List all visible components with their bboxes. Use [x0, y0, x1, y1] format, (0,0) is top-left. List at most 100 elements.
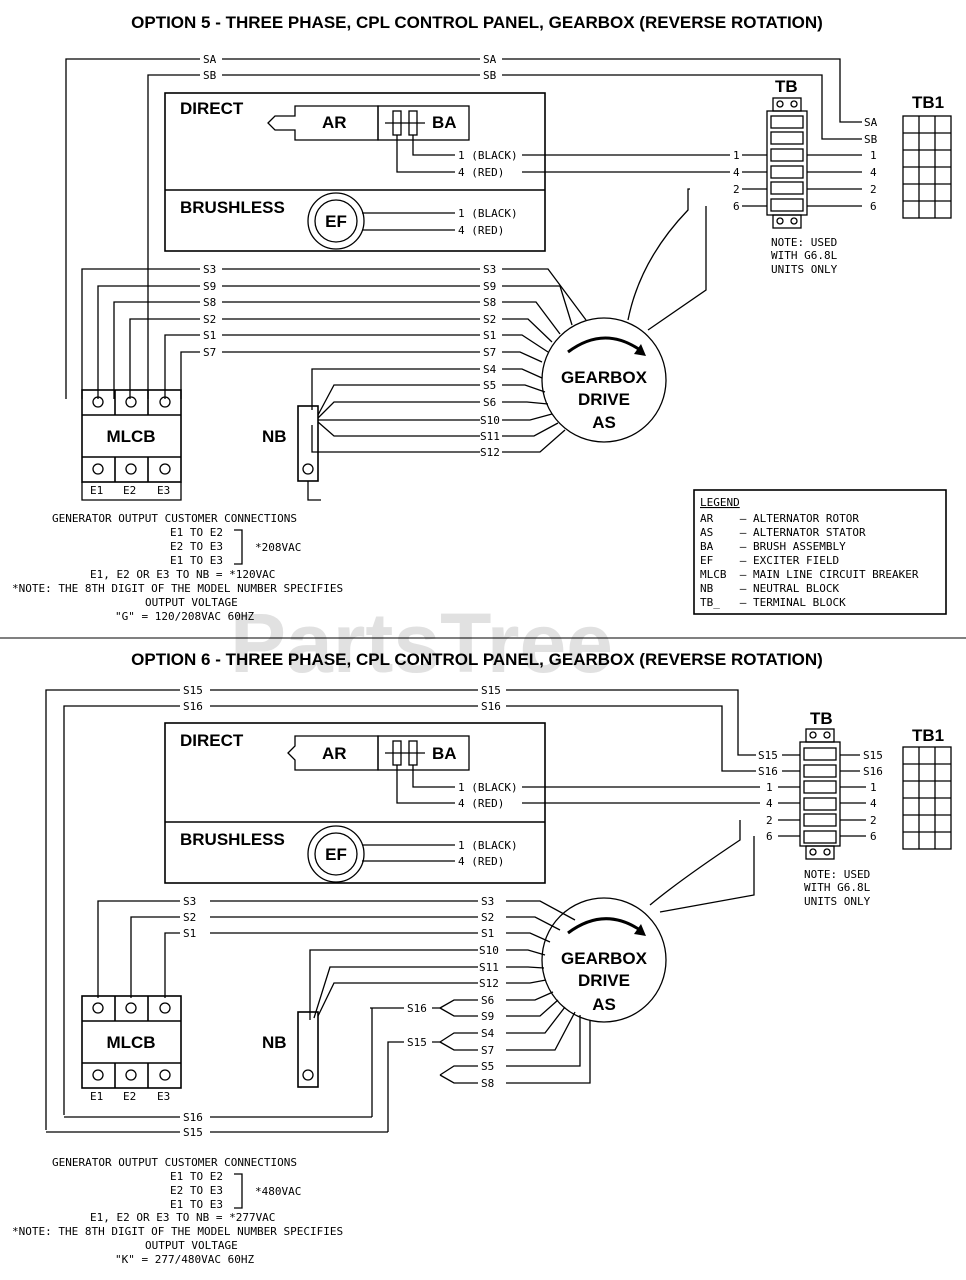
label-e2: E2 [123, 484, 136, 497]
direct-label: DIRECT [180, 731, 244, 750]
tb-note: NOTE: USED [771, 236, 837, 249]
tb-note: WITH G6.8L [771, 249, 838, 262]
conn-line: E1 TO E2 [170, 526, 223, 539]
brush-assembly [377, 735, 470, 771]
gearbox-label: GEARBOX [561, 949, 648, 968]
wire-sa [65, 58, 862, 399]
label-1: 1 [766, 781, 773, 794]
nb-label: NB [262, 1033, 287, 1052]
legend-item: AS – ALTERNATOR STATOR [700, 526, 866, 539]
label-s5: S5 [483, 379, 496, 392]
label-black: 1 (BLACK) [458, 839, 518, 852]
label-sa: SA [203, 53, 217, 66]
label-s7: S7 [483, 346, 496, 359]
label-s8: S8 [481, 1077, 494, 1090]
label-1: 1 [733, 149, 740, 162]
label-s16: S16 [183, 1111, 203, 1124]
label-e2: E2 [123, 1090, 136, 1103]
label-sa: SA [864, 116, 878, 129]
legend-title: LEGEND [700, 496, 740, 509]
brush-assembly [377, 105, 470, 141]
mlcb-breaker [81, 995, 182, 1089]
rotation-arrow [567, 336, 641, 354]
label-sb: SB [864, 133, 878, 146]
label-s15: S15 [863, 749, 883, 762]
conn-line: E1 TO E2 [170, 1170, 223, 1183]
ef-label: EF [325, 212, 347, 231]
label-s2: S2 [483, 313, 496, 326]
label-s16: S16 [183, 700, 203, 713]
wire-4-red [396, 135, 730, 173]
conn-line: E2 TO E3 [170, 1184, 223, 1197]
conn-line: E1, E2 OR E3 TO NB = *120VAC [90, 568, 275, 581]
label-4: 4 [766, 797, 773, 810]
label-4: 4 [870, 166, 877, 179]
legend-item: EF – EXCITER FIELD [700, 554, 839, 567]
mlcb-label: MLCB [106, 427, 155, 446]
ef-label: EF [325, 845, 347, 864]
as-label: AS [592, 995, 616, 1014]
tb-note: UNITS ONLY [804, 895, 871, 908]
legend-item: MLCB – MAIN LINE CIRCUIT BREAKER [700, 568, 919, 581]
legend-item: TB_ – TERMINAL BLOCK [700, 596, 846, 609]
label-red: 4 (RED) [458, 855, 504, 868]
label-4: 4 [870, 797, 877, 810]
label-6: 6 [766, 830, 773, 843]
tb-note: UNITS ONLY [771, 263, 838, 276]
gearbox-label: GEARBOX [561, 368, 648, 387]
label-s1: S1 [203, 329, 216, 342]
conn-line: E2 TO E3 [170, 540, 223, 553]
option6-title: OPTION 6 - THREE PHASE, CPL CONTROL PANE… [131, 650, 823, 669]
label-1: 1 [870, 149, 877, 162]
brushless-label: BRUSHLESS [180, 830, 285, 849]
label-black: 1 (BLACK) [458, 149, 518, 162]
label-sb: SB [203, 69, 217, 82]
label-s3: S3 [203, 263, 216, 276]
tb-label: TB [810, 709, 833, 728]
label-s2: S2 [203, 313, 216, 326]
label-e3: E3 [157, 484, 170, 497]
label-s5: S5 [481, 1060, 494, 1073]
label-4: 4 [733, 166, 740, 179]
model-note: OUTPUT VOLTAGE [145, 596, 238, 609]
label-s16: S16 [407, 1002, 427, 1015]
label-s8: S8 [203, 296, 216, 309]
model-note: "K" = 277/480VAC 60HZ [115, 1253, 254, 1266]
voltage-note: *480VAC [255, 1185, 301, 1198]
drive-label: DRIVE [578, 390, 630, 409]
conn-line: E1 TO E3 [170, 554, 223, 567]
label-s7: S7 [203, 346, 216, 359]
label-s6: S6 [481, 994, 494, 1007]
exciter-field [307, 825, 365, 883]
label-s2: S2 [183, 911, 196, 924]
tb-note: NOTE: USED [804, 868, 870, 881]
label-s3: S3 [183, 895, 196, 908]
watermark: PartsTree [230, 596, 613, 690]
model-note: *NOTE: THE 8TH DIGIT OF THE MODEL NUMBER… [12, 582, 343, 595]
label-2: 2 [870, 183, 877, 196]
wire-s16 [63, 705, 756, 1115]
tb-terminals [770, 115, 804, 212]
label-6: 6 [870, 200, 877, 213]
ar-label: AR [322, 113, 347, 132]
wire-sb [147, 74, 862, 399]
label-s1: S1 [481, 927, 494, 940]
label-s12: S12 [479, 977, 499, 990]
wire-s15 [45, 689, 756, 1130]
model-note: OUTPUT VOLTAGE [145, 1239, 238, 1252]
mlcb-label: MLCB [106, 1033, 155, 1052]
brushless-label: BRUSHLESS [180, 198, 285, 217]
label-s10: S10 [480, 414, 500, 427]
label-s3: S3 [481, 895, 494, 908]
model-note: *NOTE: THE 8TH DIGIT OF THE MODEL NUMBER… [12, 1225, 343, 1238]
label-red: 4 (RED) [458, 224, 504, 237]
label-s4: S4 [481, 1027, 495, 1040]
nb-label: NB [262, 427, 287, 446]
label-e1: E1 [90, 1090, 103, 1103]
label-s15: S15 [407, 1036, 427, 1049]
label-s9: S9 [203, 280, 216, 293]
label-6: 6 [733, 200, 740, 213]
label-sa: SA [483, 53, 497, 66]
label-sb: SB [483, 69, 497, 82]
